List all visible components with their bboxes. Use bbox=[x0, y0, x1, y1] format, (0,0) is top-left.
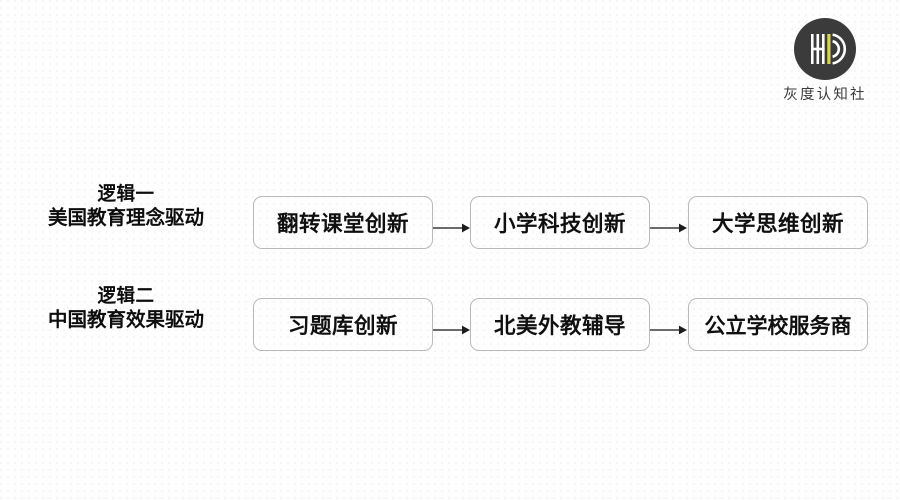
flow-node[interactable]: 公立学校服务商 bbox=[688, 298, 868, 351]
row-label-subtitle: 美国教育理念驱动 bbox=[47, 205, 204, 229]
flow-node[interactable]: 小学科技创新 bbox=[470, 196, 650, 249]
row-label-logic-one: 逻辑一 美国教育理念驱动 bbox=[8, 184, 244, 229]
arrow-right-icon bbox=[650, 324, 688, 336]
flow-row-logic-two: 逻辑二 中国教育效果驱动 习题库创新 北美外教辅导 公立学校服务商 bbox=[0, 286, 900, 352]
brand-name: 灰度认知社 bbox=[783, 87, 867, 103]
arrow-right-icon bbox=[433, 222, 471, 234]
row-label-subtitle: 中国教育效果驱动 bbox=[47, 307, 204, 331]
row-label-title: 逻辑一 bbox=[97, 184, 155, 205]
brand-logo: 灰度认知社 bbox=[762, 18, 888, 114]
arrow-right-icon bbox=[650, 222, 688, 234]
row-label-logic-two: 逻辑二 中国教育效果驱动 bbox=[8, 286, 244, 331]
arrow-right-icon bbox=[433, 324, 471, 336]
flow-node[interactable]: 大学思维创新 bbox=[688, 196, 868, 249]
flow-row-logic-one: 逻辑一 美国教育理念驱动 翻转课堂创新 小学科技创新 大学思维创新 bbox=[0, 184, 900, 250]
row-label-title: 逻辑二 bbox=[97, 286, 155, 307]
hd-circle-logo-icon bbox=[794, 18, 856, 80]
flow-node[interactable]: 北美外教辅导 bbox=[470, 298, 650, 351]
flow-node[interactable]: 翻转课堂创新 bbox=[253, 196, 433, 249]
flow-node[interactable]: 习题库创新 bbox=[253, 298, 433, 351]
